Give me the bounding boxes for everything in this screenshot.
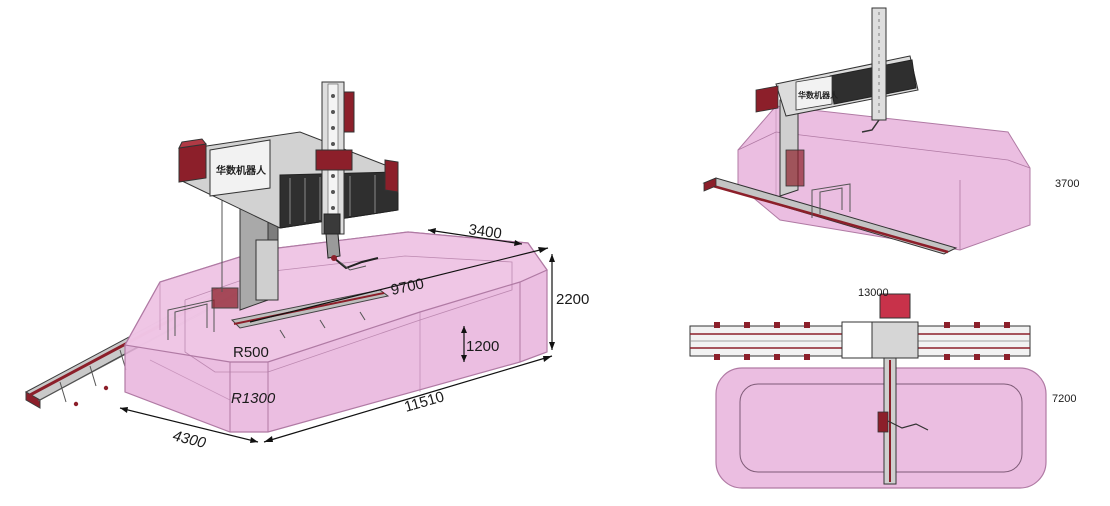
inner-track <box>167 287 390 340</box>
main-dimension-lines <box>119 228 555 443</box>
side-isometric-view: 华数机器人 3700 <box>702 7 1079 255</box>
gantry-beam: 华数机器人 <box>178 131 399 229</box>
welding-robot-arm <box>323 213 379 271</box>
dim-base-width: 4300 <box>171 427 208 452</box>
dim-wall-height: 1200 <box>466 338 499 355</box>
dim-top-length: 9700 <box>389 275 425 299</box>
top-plan-view: 13000 7200 <box>689 287 1076 489</box>
dim-outer-radius: R1300 <box>231 390 276 407</box>
side-brand-label: 华数机器人 <box>798 90 839 100</box>
dim-side-height: 3700 <box>1055 178 1079 190</box>
z-axis-mast <box>315 81 355 235</box>
dim-top-length: 13000 <box>858 287 889 299</box>
dim-top-width-plan: 7200 <box>1052 393 1076 405</box>
main-isometric-view: 华数机器人 <box>24 81 589 452</box>
work-envelope <box>124 231 548 433</box>
dim-inner-radius: R500 <box>233 344 269 361</box>
main-brand-label: 华数机器人 <box>216 164 267 177</box>
dim-total-height: 2200 <box>556 291 589 308</box>
dim-top-width: 3400 <box>467 221 502 242</box>
